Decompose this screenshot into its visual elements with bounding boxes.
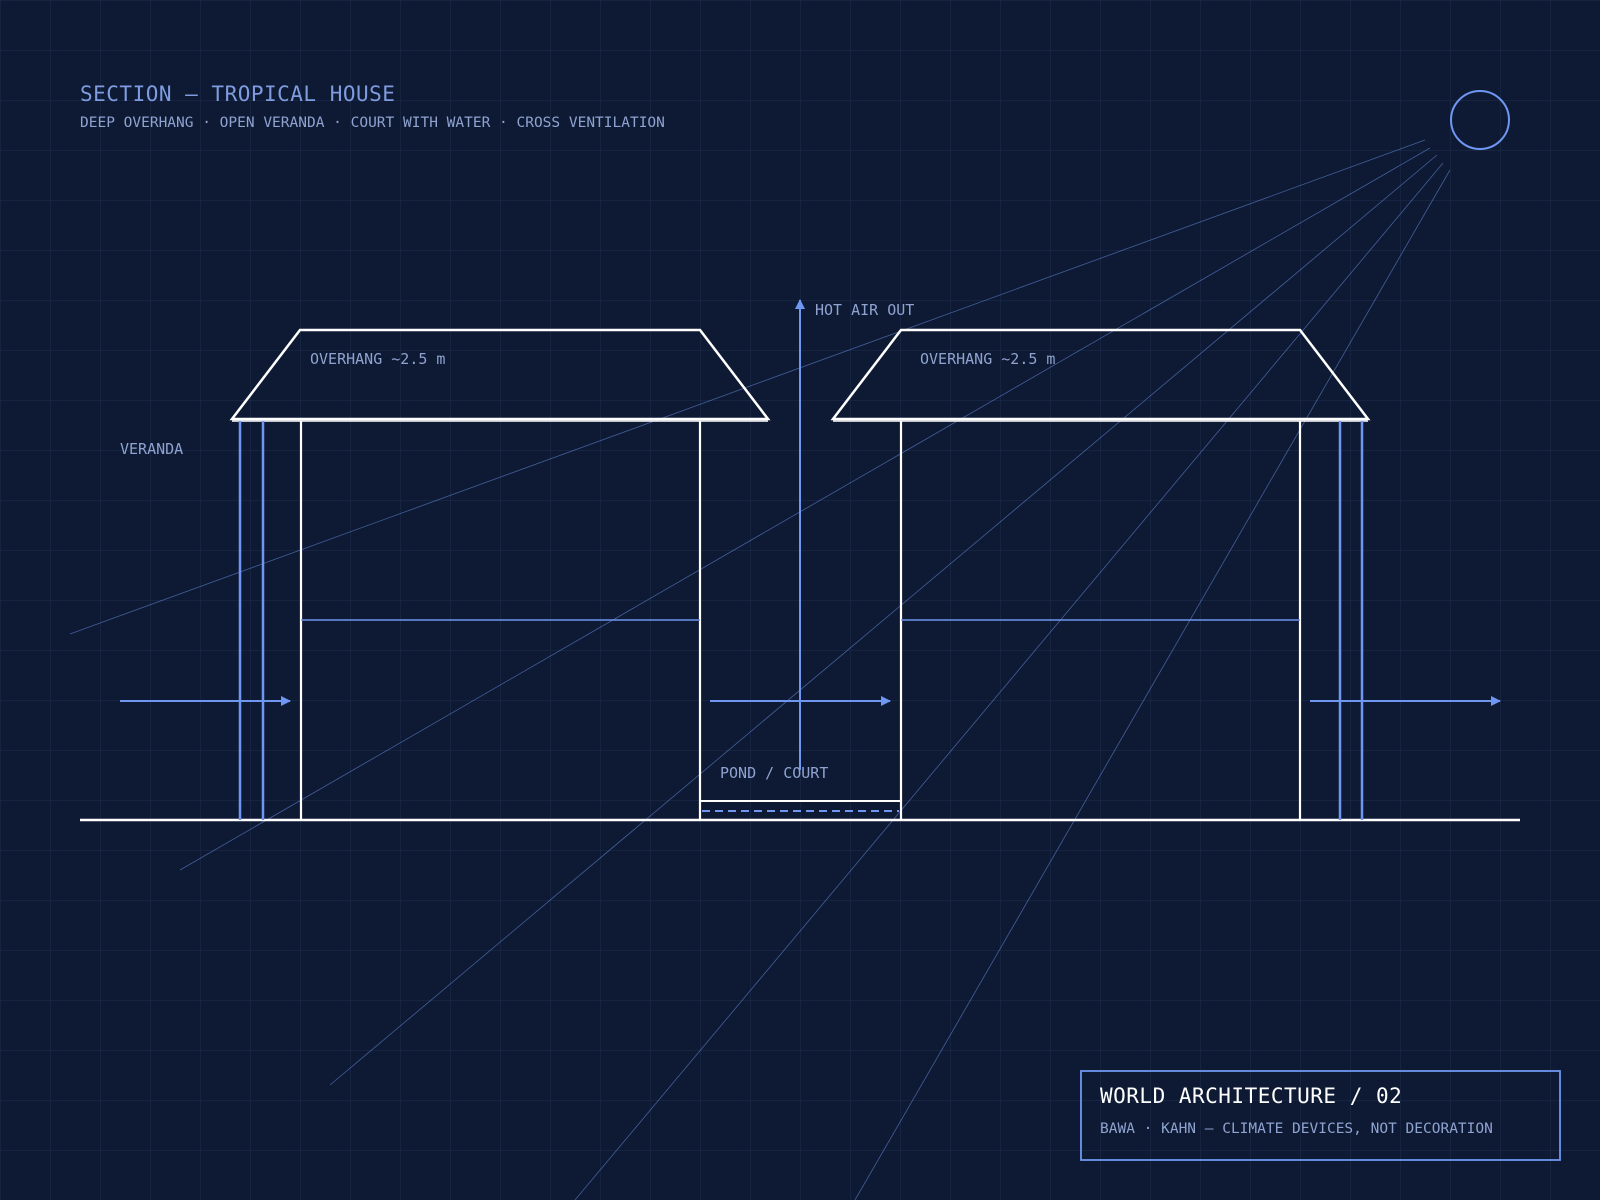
page-subtitle: DEEP OVERHANG · OPEN VERANDA · COURT WIT… [80, 115, 665, 131]
plate-subtitle: BAWA · KAHN — CLIMATE DEVICES, NOT DECOR… [1100, 1121, 1493, 1137]
title-plate: WORLD ARCHITECTURE / 02 BAWA · KAHN — CL… [1080, 1070, 1561, 1161]
hot-air-label: HOT AIR OUT [815, 301, 914, 319]
right-roof [830, 328, 1371, 421]
sun-ray [329, 154, 1438, 1086]
title-plate-frame [1080, 1070, 1561, 1161]
plate-title: WORLD ARCHITECTURE / 02 [1100, 1084, 1402, 1108]
left-house [229, 328, 771, 820]
overhang-right-label: OVERHANG ~2.5 m [920, 350, 1055, 368]
sun-rays [69, 139, 1451, 1200]
veranda-label: VERANDA [120, 440, 183, 458]
sun-ray [179, 147, 1431, 871]
right-house [830, 328, 1371, 820]
pond-court [700, 800, 901, 812]
sun-ray [574, 162, 1444, 1200]
left-roof [229, 328, 771, 421]
page-title: SECTION — TROPICAL HOUSE [80, 82, 395, 106]
sun-icon [1450, 90, 1510, 150]
sun-ray [69, 139, 1426, 635]
overhang-left-label: OVERHANG ~2.5 m [310, 350, 445, 368]
pond-court-label: POND / COURT [720, 764, 828, 782]
sun-ray [854, 169, 1451, 1200]
